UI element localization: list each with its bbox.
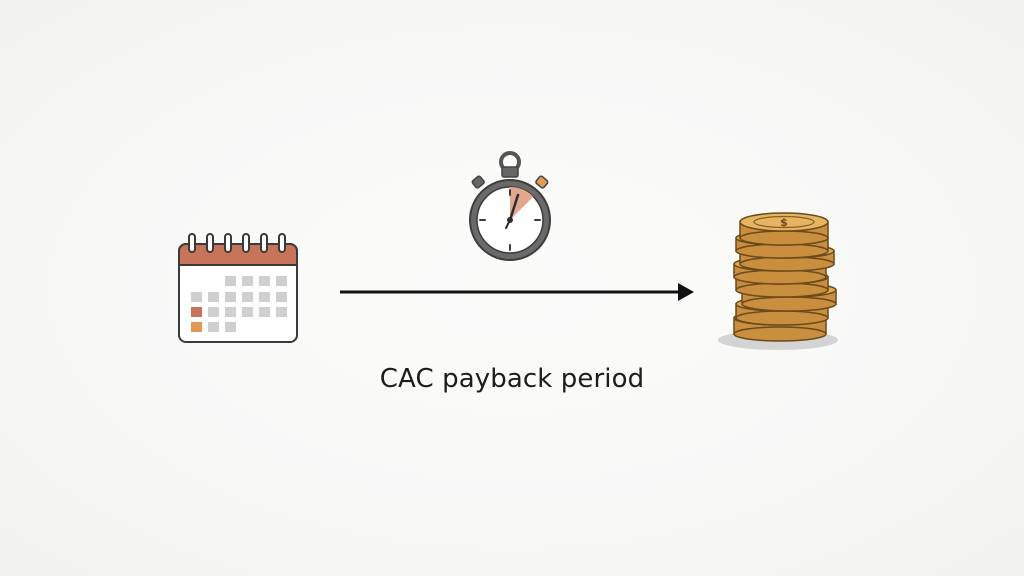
- coin-stack-icon: $: [718, 212, 838, 350]
- diagram-caption: CAC payback period: [379, 364, 645, 394]
- flow-arrow: [340, 283, 694, 301]
- svg-text:$: $: [780, 216, 788, 229]
- stopwatch-icon: [469, 151, 551, 261]
- calendar-icon: [178, 233, 298, 343]
